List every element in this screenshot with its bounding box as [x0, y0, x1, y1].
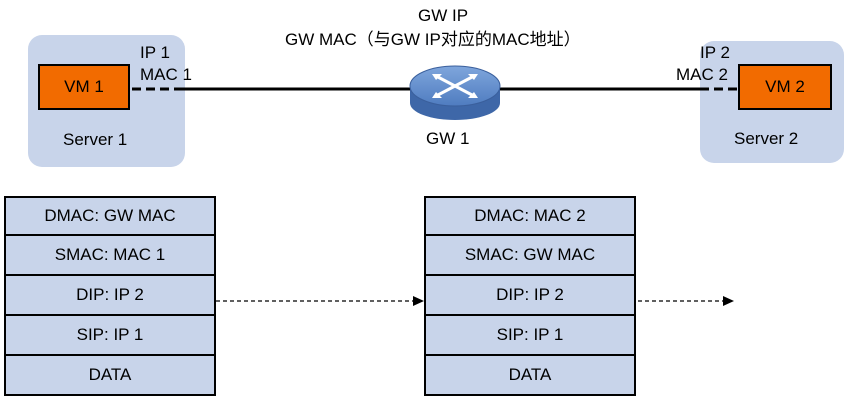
packet-1-field-dmac: DMAC: GW MAC — [4, 196, 216, 236]
gw-name-label: GW 1 — [426, 129, 470, 148]
vm-2-label: VM 2 — [765, 77, 805, 96]
packet-1-field-sip: SIP: IP 1 — [4, 316, 216, 356]
vm-1: VM 1 — [38, 64, 130, 110]
packet-2-field-dip: DIP: IP 2 — [424, 276, 636, 316]
vm-2: VM 2 — [738, 64, 832, 110]
packet-1-field-smac: SMAC: MAC 1 — [4, 236, 216, 276]
packet-2-field-smac: SMAC: GW MAC — [424, 236, 636, 276]
server-1-label: Server 1 — [63, 130, 128, 149]
packet-1-field-dip: DIP: IP 2 — [4, 276, 216, 316]
packet-2: DMAC: MAC 2 SMAC: GW MAC DIP: IP 2 SIP: … — [424, 196, 636, 396]
arrow-2-head — [723, 296, 734, 306]
gw-ip-label: GW IP — [418, 6, 469, 25]
ip-2-label: IP 2 — [700, 43, 730, 62]
vm-1-label: VM 1 — [64, 77, 104, 96]
packet-2-field-sip: SIP: IP 1 — [424, 316, 636, 356]
packet-1-field-data: DATA — [4, 356, 216, 396]
arrow-1-head — [413, 296, 424, 306]
packet-1: DMAC: GW MAC SMAC: MAC 1 DIP: IP 2 SIP: … — [4, 196, 216, 396]
ip-1-label: IP 1 — [140, 43, 170, 62]
gw-mac-label: GW MAC（与GW IP对应的MAC地址） — [285, 30, 581, 49]
packet-2-field-dmac: DMAC: MAC 2 — [424, 196, 636, 236]
router-icon — [409, 65, 501, 120]
mac-2-label: MAC 2 — [676, 65, 728, 84]
mac-1-label: MAC 1 — [140, 65, 192, 84]
server-2-label: Server 2 — [734, 129, 799, 148]
packet-2-field-data: DATA — [424, 356, 636, 396]
